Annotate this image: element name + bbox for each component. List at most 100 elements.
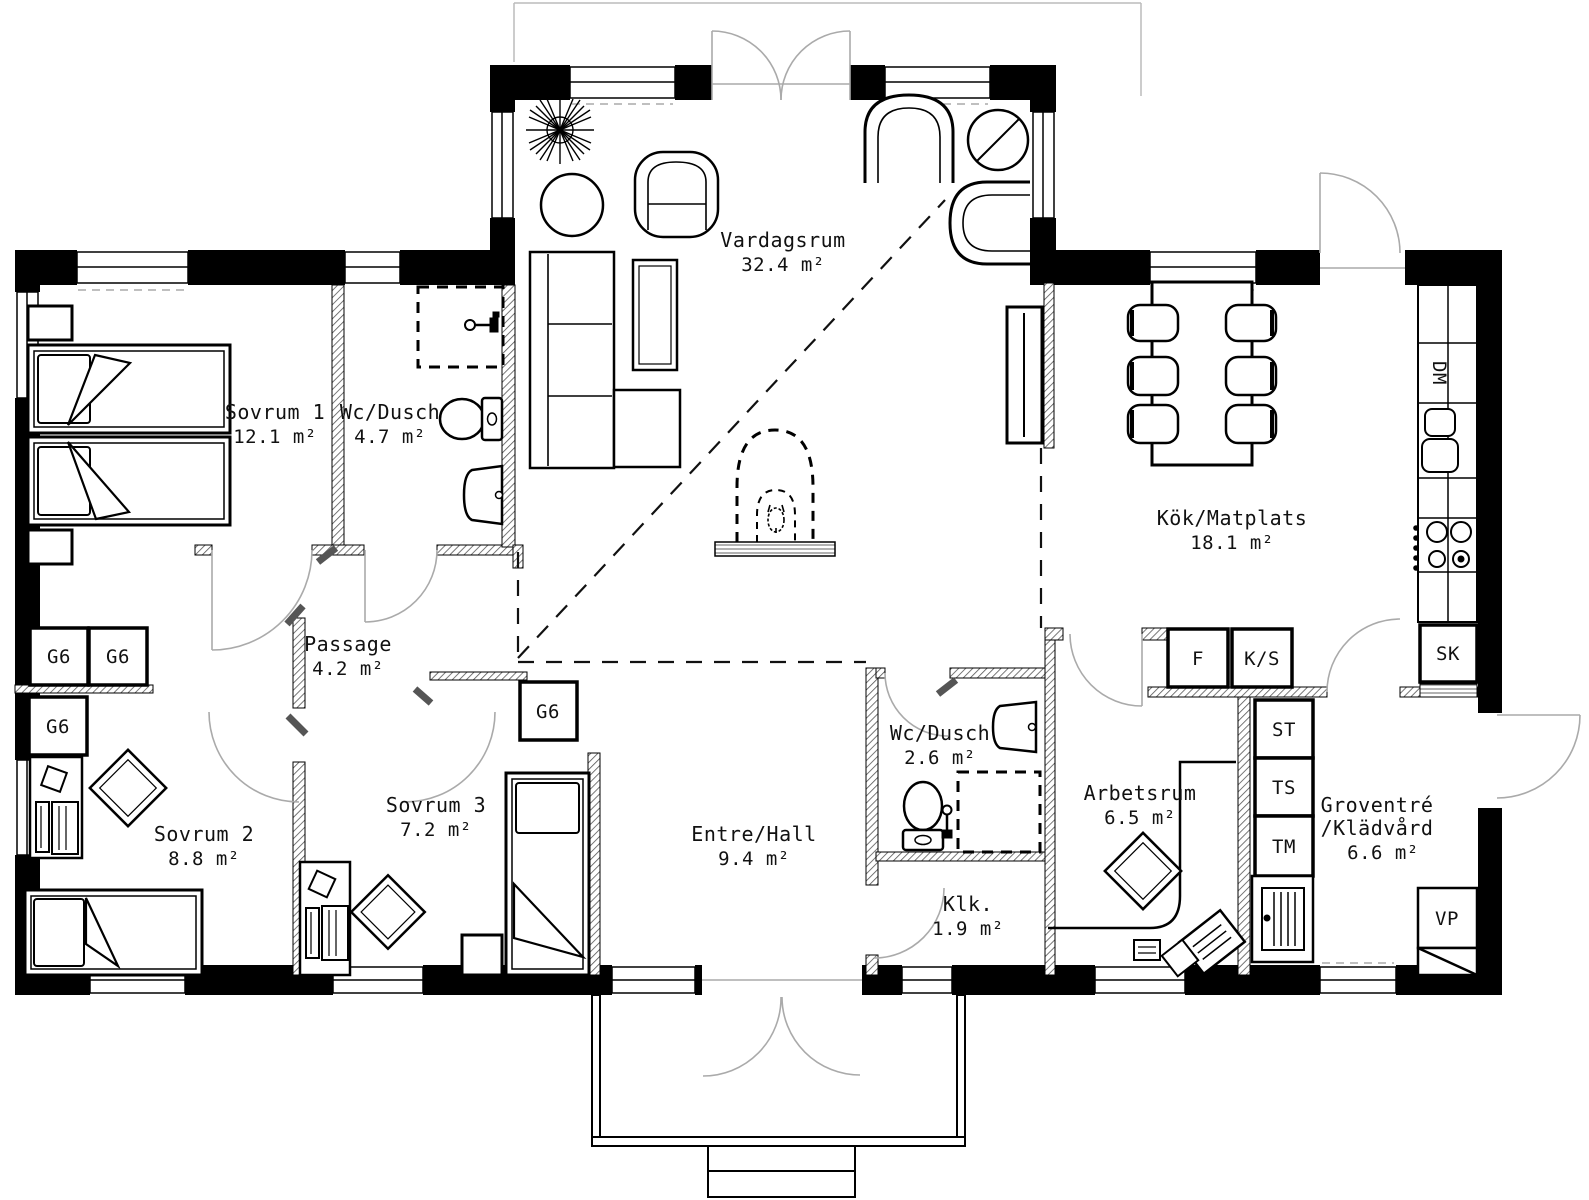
dining-chairs bbox=[1126, 303, 1278, 445]
room-label-wc2: Wc/Dusch bbox=[890, 721, 990, 745]
wc2-fixtures bbox=[901, 700, 1042, 854]
desk-item bbox=[1133, 939, 1161, 961]
wardrobe bbox=[27, 695, 89, 757]
groventre-fixtures bbox=[1250, 698, 1479, 977]
armchair bbox=[633, 150, 720, 239]
fridge-label: F bbox=[1192, 648, 1204, 670]
shower-mixer bbox=[464, 311, 500, 333]
st-label: ST bbox=[1272, 719, 1296, 741]
corner-desk bbox=[1048, 760, 1236, 930]
chair bbox=[1103, 831, 1183, 911]
blanket-fold bbox=[66, 353, 133, 426]
sink bbox=[991, 700, 1038, 754]
heat-pump bbox=[1416, 886, 1479, 977]
room-label-kok: Kök/Matplats bbox=[1157, 506, 1308, 530]
washing-machine bbox=[1253, 814, 1315, 878]
drying-cabinet bbox=[1253, 756, 1315, 818]
room-label-sovrum1: Sovrum 1 bbox=[225, 400, 325, 424]
sovrum1-furniture bbox=[26, 304, 232, 566]
room-area-wc2: 2.6 m² bbox=[904, 747, 976, 769]
side-table bbox=[631, 258, 679, 372]
bed-single bbox=[26, 435, 232, 527]
armchair bbox=[948, 180, 1030, 266]
round-table bbox=[539, 172, 605, 238]
room-labels: Sovrum 1 12.1 m² Wc/Dusch 4.7 m² Vardags… bbox=[154, 228, 1434, 940]
desk bbox=[298, 860, 352, 977]
wardrobe-label: G6 bbox=[46, 716, 70, 738]
kitchen-counter bbox=[1413, 284, 1478, 623]
desk-item bbox=[1160, 938, 1200, 978]
bed-single bbox=[504, 771, 591, 977]
room-label-wc1: Wc/Dusch bbox=[340, 400, 440, 424]
room-label-vardagsrum: Vardagsrum bbox=[720, 228, 845, 252]
wc1-fixtures bbox=[416, 285, 505, 526]
freezer bbox=[1230, 627, 1294, 689]
vardagsrum-furniture bbox=[526, 93, 1030, 557]
appliance-door bbox=[1250, 874, 1315, 964]
tall-cabinet bbox=[1418, 623, 1479, 684]
sink-basin bbox=[1424, 408, 1456, 437]
room-area-klk: 1.9 m² bbox=[932, 918, 1004, 940]
room-label-sovrum3: Sovrum 3 bbox=[386, 793, 486, 817]
blanket-fold bbox=[66, 441, 132, 521]
wardrobe-label: G6 bbox=[47, 646, 71, 668]
vp-label: VP bbox=[1435, 908, 1459, 930]
room-area-vardagsrum: 32.4 m² bbox=[741, 254, 825, 276]
room-label-arbetsrum: Arbetsrum bbox=[1084, 781, 1197, 805]
sovrum2-furniture bbox=[23, 626, 204, 977]
chair bbox=[88, 748, 168, 828]
wardrobe-label: G6 bbox=[536, 701, 560, 723]
dishwasher-label: DM bbox=[1428, 361, 1450, 385]
room-label-groventre2: /Klädvård bbox=[1321, 816, 1434, 840]
fixture-labels: G6 G6 G6 G6 F K/S ST TS TM DM SK VP bbox=[46, 361, 1460, 930]
room-area-sovrum3: 7.2 m² bbox=[400, 819, 472, 841]
room-area-arbetsrum: 6.5 m² bbox=[1104, 807, 1176, 829]
arbetsrum-furniture bbox=[1048, 760, 1247, 978]
blanket-fold bbox=[84, 897, 121, 970]
stove bbox=[1413, 521, 1472, 571]
room-area-kok: 18.1 m² bbox=[1190, 532, 1274, 554]
tm-label: TM bbox=[1272, 836, 1296, 858]
room-area-groventre: 6.6 m² bbox=[1347, 842, 1419, 864]
fireplace bbox=[714, 428, 836, 557]
armchair bbox=[863, 93, 955, 183]
shower bbox=[416, 285, 505, 369]
roof-overhang-lines bbox=[513, 2, 1142, 96]
sk-label: SK bbox=[1436, 643, 1460, 665]
toilet bbox=[901, 780, 945, 852]
shower bbox=[956, 770, 1042, 854]
pillow bbox=[515, 782, 580, 834]
blanket-fold bbox=[512, 881, 587, 960]
kitchen-furniture bbox=[1005, 280, 1479, 698]
bed-single bbox=[26, 343, 232, 435]
room-label-groventre: Groventré bbox=[1321, 793, 1434, 817]
freezer-label: K/S bbox=[1244, 648, 1280, 670]
ts-label: TS bbox=[1272, 777, 1296, 799]
windows bbox=[16, 66, 1397, 994]
wardrobe bbox=[518, 680, 579, 742]
room-label-entre: Entre/Hall bbox=[691, 822, 816, 846]
sideboard bbox=[1005, 305, 1044, 445]
fridge bbox=[1166, 627, 1230, 689]
room-area-wc1: 4.7 m² bbox=[354, 426, 426, 448]
nightstand bbox=[26, 528, 74, 566]
room-area-sovrum2: 8.8 m² bbox=[168, 848, 240, 870]
desk bbox=[28, 755, 84, 860]
porch-step bbox=[707, 1170, 856, 1198]
porch bbox=[591, 994, 966, 1198]
nightstand bbox=[26, 304, 74, 342]
toilet bbox=[438, 396, 504, 442]
nightstand bbox=[460, 933, 504, 977]
room-area-entre: 9.4 m² bbox=[718, 848, 790, 870]
cleaning-cabinet bbox=[1253, 698, 1315, 760]
doors bbox=[208, 30, 1581, 1077]
shower-mixer bbox=[941, 804, 953, 839]
chair bbox=[349, 873, 427, 951]
wardrobe bbox=[87, 626, 149, 687]
porch-step bbox=[707, 1145, 856, 1172]
room-label-klk: Klk. bbox=[943, 892, 993, 916]
sovrum3-furniture bbox=[298, 680, 591, 977]
fire-icon bbox=[767, 504, 785, 533]
sink-basin bbox=[1421, 438, 1459, 473]
